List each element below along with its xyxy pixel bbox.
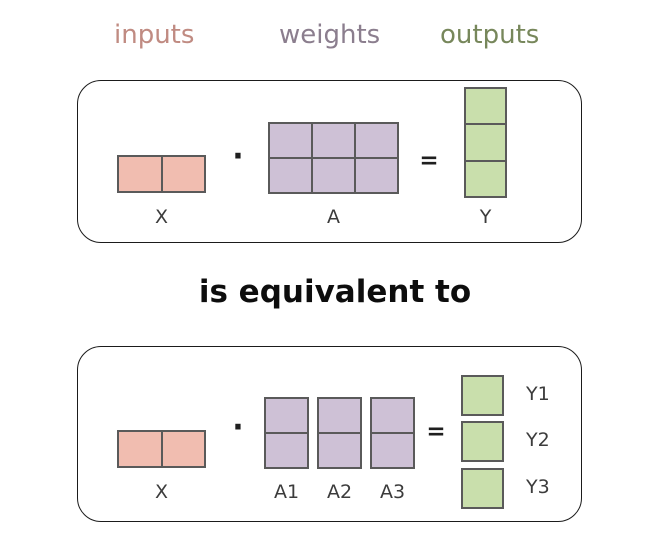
matrix-row bbox=[270, 159, 397, 192]
matrix-row bbox=[319, 399, 360, 432]
dot-operator-top: · bbox=[232, 139, 244, 174]
legend-item-inputs: inputs bbox=[114, 20, 195, 50]
matrix-cell bbox=[372, 399, 413, 432]
matrix-a-top bbox=[268, 122, 399, 194]
matrix-y2 bbox=[461, 421, 504, 462]
matrix-row bbox=[266, 399, 307, 432]
matrix-row bbox=[319, 434, 360, 467]
matrix-cell bbox=[356, 159, 397, 192]
matrix-cell bbox=[463, 377, 502, 414]
caption-x-top: X bbox=[154, 206, 169, 228]
matrix-cell bbox=[313, 124, 354, 157]
legend-row: inputs weights outputs bbox=[0, 18, 670, 58]
matrix-x-bottom bbox=[117, 430, 206, 468]
matrix-row bbox=[266, 434, 307, 467]
matrix-cell bbox=[372, 434, 413, 467]
matrix-a2 bbox=[317, 397, 362, 469]
matrix-row bbox=[270, 124, 397, 157]
matrix-y1 bbox=[461, 375, 504, 416]
matrix-y3 bbox=[461, 468, 504, 509]
matrix-cell bbox=[466, 89, 505, 124]
label-y3: Y3 bbox=[526, 476, 550, 498]
matrix-row bbox=[463, 377, 502, 414]
legend-item-weights: weights bbox=[279, 20, 381, 50]
matrix-a1 bbox=[264, 397, 309, 469]
matrix-cell bbox=[313, 159, 354, 192]
caption-x-bottom: X bbox=[154, 481, 169, 503]
equivalence-statement: is equivalent to bbox=[198, 274, 472, 310]
matrix-a3 bbox=[370, 397, 415, 469]
matrix-cell bbox=[270, 124, 311, 157]
matrix-cell bbox=[266, 399, 307, 432]
matrix-cell bbox=[466, 161, 505, 196]
matrix-row bbox=[372, 399, 413, 432]
matrix-row bbox=[466, 161, 505, 196]
caption-a3: A3 bbox=[379, 481, 406, 503]
matrix-row bbox=[466, 89, 505, 124]
matrix-cell bbox=[162, 157, 204, 191]
matrix-cell bbox=[162, 432, 204, 466]
matrix-row bbox=[463, 423, 502, 460]
matrix-row bbox=[466, 125, 505, 160]
matrix-y-top bbox=[464, 87, 507, 198]
matrix-cell bbox=[270, 159, 311, 192]
matrix-cell bbox=[119, 432, 161, 466]
matrix-cell bbox=[319, 399, 360, 432]
dot-operator-bottom: · bbox=[232, 410, 244, 445]
caption-a1: A1 bbox=[273, 481, 300, 503]
legend-item-outputs: outputs bbox=[440, 20, 540, 50]
matrix-cell bbox=[463, 423, 502, 460]
equals-operator-bottom: = bbox=[426, 419, 446, 445]
matrix-row bbox=[119, 157, 204, 191]
matrix-cell bbox=[463, 470, 502, 507]
equals-operator-top: = bbox=[419, 148, 439, 174]
matrix-cell bbox=[466, 125, 505, 160]
label-y2: Y2 bbox=[526, 429, 550, 451]
matrix-cell bbox=[266, 434, 307, 467]
matrix-cell bbox=[319, 434, 360, 467]
matrix-row bbox=[119, 432, 204, 466]
label-y1: Y1 bbox=[526, 383, 550, 405]
caption-a2: A2 bbox=[326, 481, 353, 503]
caption-a-top: A bbox=[327, 206, 340, 228]
matrix-row bbox=[372, 434, 413, 467]
matrix-row bbox=[463, 470, 502, 507]
matrix-x-top bbox=[117, 155, 206, 193]
matrix-cell bbox=[119, 157, 161, 191]
caption-y-top: Y bbox=[479, 206, 492, 228]
matrix-cell bbox=[356, 124, 397, 157]
